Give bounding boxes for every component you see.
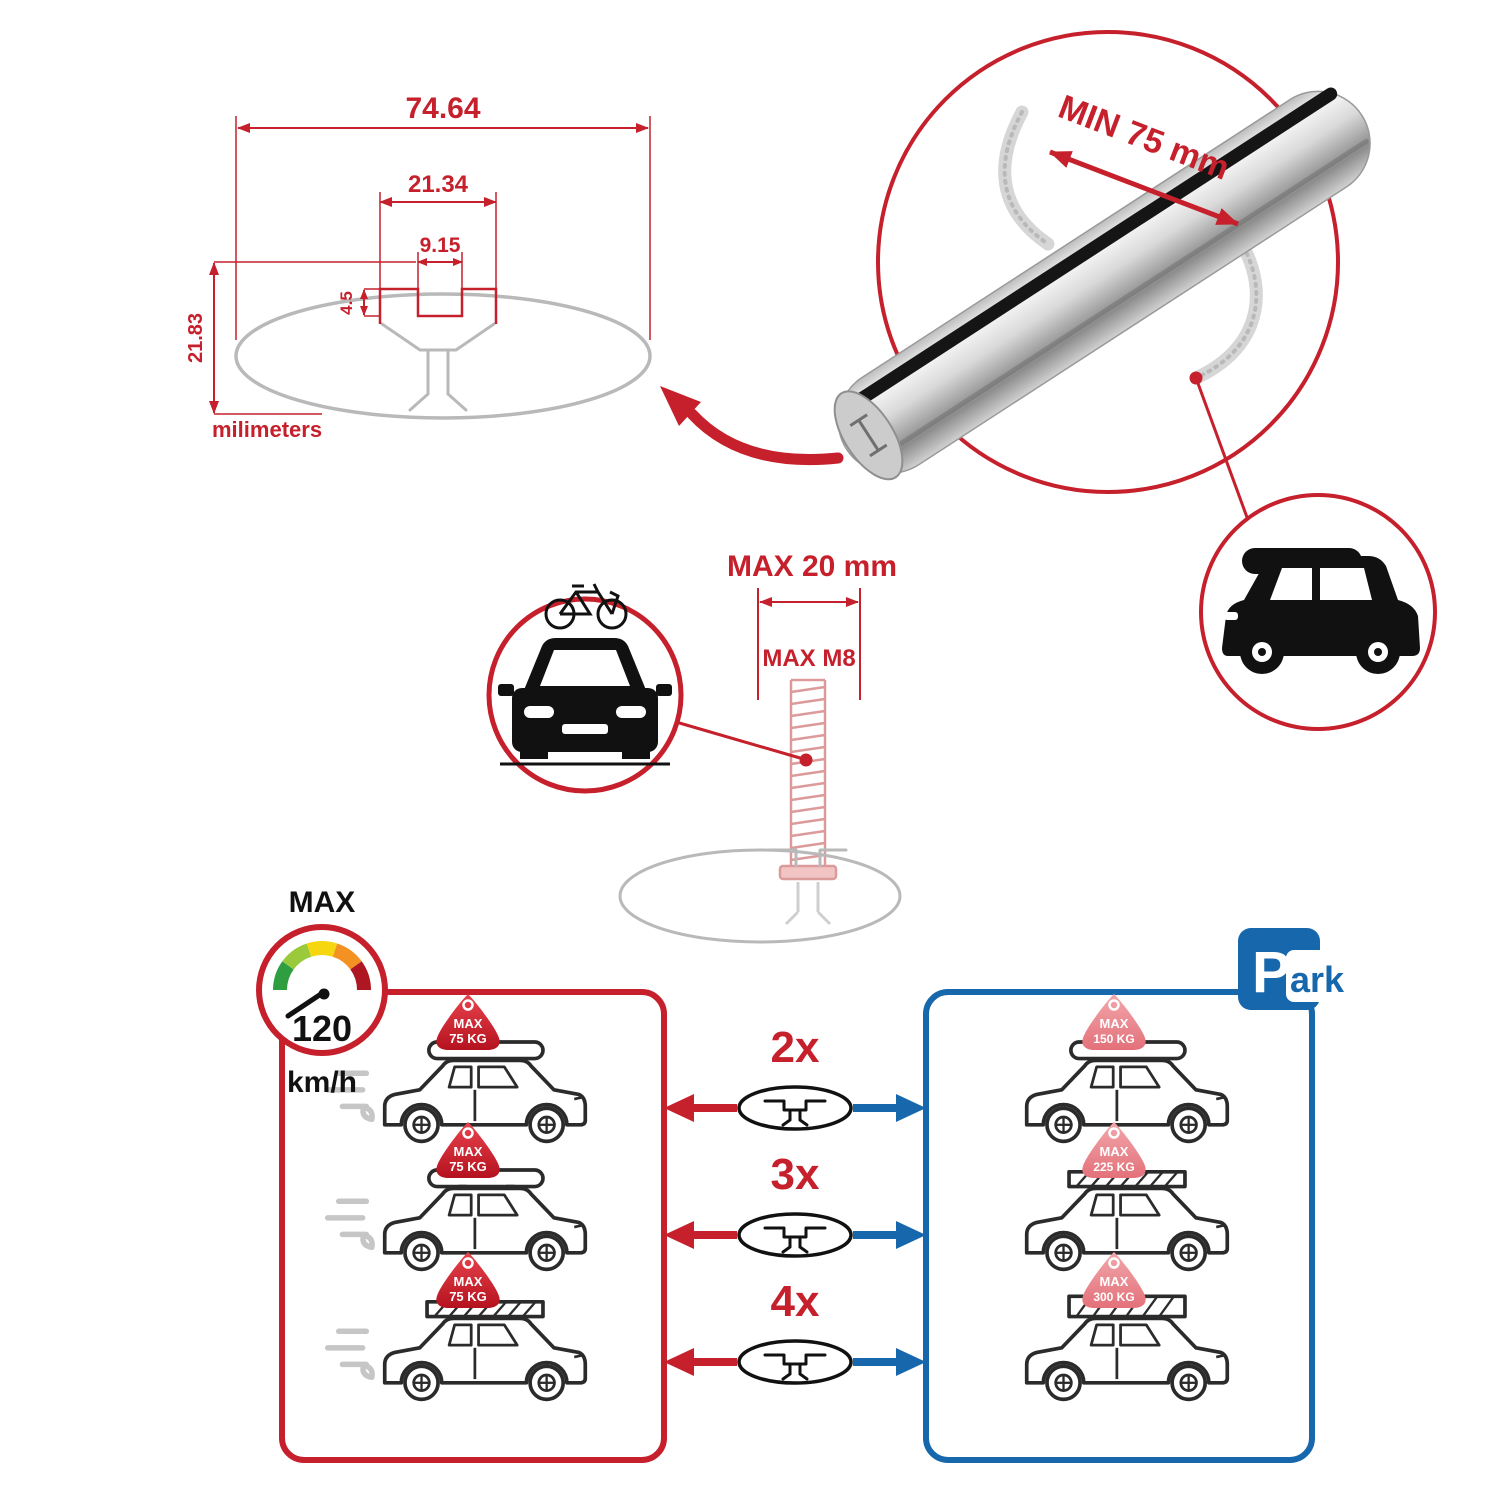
bike-car-icon (498, 583, 672, 766)
right-arrow (896, 1348, 926, 1376)
profile-slot-outline (378, 287, 498, 324)
bolt-leader-line (675, 720, 801, 760)
tslot-ellipse (618, 848, 902, 944)
bolt-head (778, 864, 838, 881)
parked-car-row-3: MAX 300 KG (1024, 1252, 1230, 1402)
speed-units: km/h (287, 1066, 357, 1099)
pointer-arrow (686, 408, 844, 466)
connector-line (1194, 377, 1250, 521)
bar-option-row-1: 2x (664, 1023, 926, 1131)
speed-max-label: MAX (289, 886, 356, 919)
bottom-section: P ark MAX 75 KG (256, 886, 1345, 1463)
crossbar-profile-icon (737, 1339, 853, 1385)
zoom-circle (876, 30, 1340, 494)
parked-car-row-2: MAX 225 KG (1024, 1122, 1230, 1272)
load-badge: MAX 75 KG (436, 1252, 500, 1308)
badge-weight: 300 KG (1093, 1290, 1134, 1304)
pointer-arrowhead (660, 386, 701, 426)
multiplier-label: 2x (771, 1023, 820, 1072)
left-hook-texture (1002, 110, 1050, 246)
load-badge: MAX 150 KG (1082, 994, 1146, 1050)
parked-car-row-1: MAX 150 KG (1024, 994, 1230, 1144)
profile-drawing-section: 74.64 21.34 9.15 4.5 21.83 milimeters (185, 92, 844, 466)
gauge-needle (285, 989, 327, 1019)
multiplier-label: 4x (771, 1277, 820, 1326)
gauge-dial (272, 941, 372, 991)
max-width-label: MAX 20 mm (727, 550, 897, 583)
crossbar-render-section: MIN 75 mm (833, 30, 1437, 731)
bolt-marker-dot (799, 753, 813, 767)
park-sign: P ark (1238, 928, 1345, 1010)
badge-title: MAX (454, 1274, 483, 1289)
badge-weight: 75 KG (449, 1289, 487, 1304)
roofbox-car-icon (1222, 548, 1420, 674)
bolt-section: MAX 20 mm MAX M8 (486, 550, 902, 944)
right-arrow (896, 1221, 926, 1249)
badge-weight: 150 KG (1093, 1032, 1134, 1046)
profile-ellipse (234, 292, 652, 420)
dim-total-height-label: 21.83 (185, 313, 207, 363)
badge-title: MAX (454, 1144, 483, 1159)
driving-car-row-2: MAX 75 KG (328, 1122, 588, 1272)
min-span-label: MIN 75 mm (1053, 88, 1234, 188)
bar-option-row-2: 3x (664, 1150, 926, 1258)
left-arrow (664, 1348, 694, 1376)
crossbar-profile-icon (737, 1085, 853, 1131)
badge-title: MAX (1100, 1016, 1129, 1031)
load-badge: MAX 225 KG (1082, 1122, 1146, 1178)
min-span-arrow (1049, 149, 1239, 227)
badge-title: MAX (1100, 1144, 1129, 1159)
profile-webbing (380, 322, 496, 412)
badge-weight: 225 KG (1093, 1160, 1134, 1174)
left-arrow (664, 1221, 694, 1249)
max-bolt-label: MAX M8 (762, 645, 855, 672)
dim-slot-outer-label: 21.34 (408, 171, 469, 198)
load-badge: MAX 300 KG (1082, 1252, 1146, 1308)
dim-slot-opening-label: 9.15 (420, 234, 461, 257)
dim-total-width-label: 74.64 (405, 92, 480, 125)
badge-weight: 75 KG (449, 1159, 487, 1174)
driving-car-row-3: MAX 75 KG (328, 1252, 588, 1402)
dim-flange-depth-label: 4.5 (337, 291, 356, 315)
units-label: milimeters (212, 417, 322, 442)
badge-title: MAX (454, 1016, 483, 1031)
right-arrow (896, 1094, 926, 1122)
badge-weight: 75 KG (449, 1031, 487, 1046)
speed-value: 120 (292, 1008, 352, 1049)
park-sign-letter: P (1252, 940, 1291, 1005)
park-sign-suffix: ark (1290, 959, 1345, 1000)
bolt-illustration (778, 678, 838, 881)
load-badge: MAX 75 KG (436, 1122, 500, 1178)
multiplier-label: 3x (771, 1150, 820, 1199)
driving-car-row-1: MAX 75 KG (328, 994, 588, 1144)
badge-title: MAX (1100, 1274, 1129, 1289)
load-badge: MAX 75 KG (436, 994, 500, 1050)
bar-option-row-3: 4x (664, 1277, 926, 1385)
speed-gauge: MAX 120 km/h (256, 886, 388, 1099)
crossbar-profile-icon (737, 1212, 853, 1258)
left-arrow (664, 1094, 694, 1122)
